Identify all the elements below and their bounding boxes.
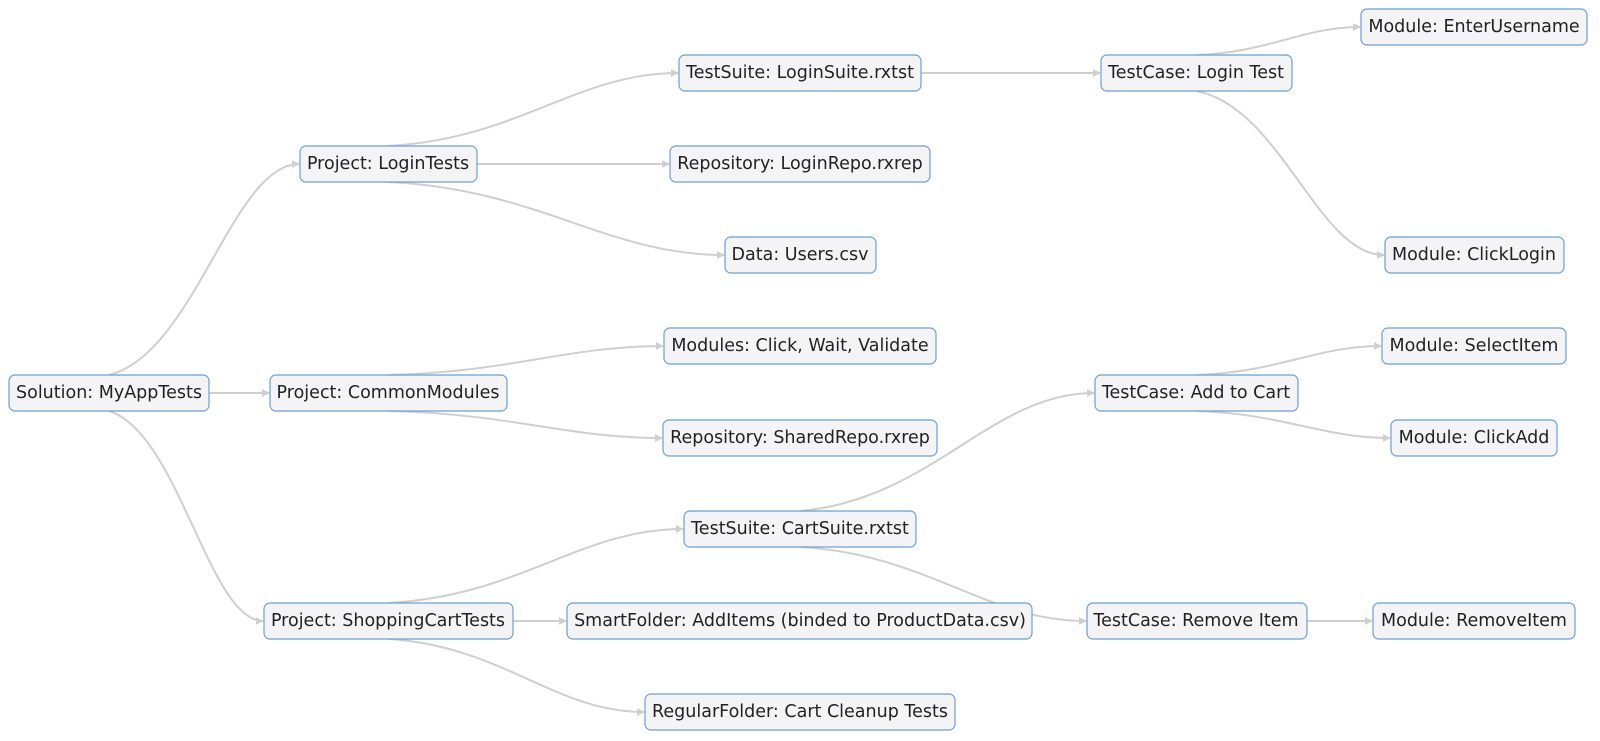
node-mod-click-login: Module: ClickLogin — [1384, 236, 1565, 274]
node-label: Repository: LoginRepo.rxrep — [677, 154, 922, 174]
node-mod-select-item: Module: SelectItem — [1381, 327, 1567, 365]
node-label: Module: ClickLogin — [1392, 245, 1556, 265]
node-case-login: TestCase: Login Test — [1100, 54, 1293, 92]
node-label: TestCase: Add to Cart — [1101, 383, 1290, 403]
edge-case_add-to-mod_click_add — [1196, 410, 1391, 442]
node-project-cart: Project: ShoppingCartTests — [263, 602, 514, 640]
node-label: Project: LoginTests — [307, 154, 469, 174]
node-label: RegularFolder: Cart Cleanup Tests — [652, 702, 948, 722]
edge-suite_cart-to-case_remove — [799, 546, 1087, 625]
node-case-remove: TestCase: Remove Item — [1086, 602, 1308, 640]
node-label: Modules: Click, Wait, Validate — [671, 336, 928, 356]
node-label: TestSuite: LoginSuite.rxtst — [685, 63, 914, 83]
node-label: Repository: SharedRepo.rxrep — [670, 428, 930, 448]
node-label: Data: Users.csv — [732, 245, 869, 265]
node-project-login: Project: LoginTests — [299, 145, 478, 183]
edge-project_common-to-repo_shared — [388, 410, 663, 442]
edge-solution-to-project_login — [108, 160, 300, 376]
node-repo-login: Repository: LoginRepo.rxrep — [669, 145, 931, 183]
node-label: TestCase: Remove Item — [1092, 611, 1298, 631]
node-label: SmartFolder: AddItems (binded to Product… — [574, 611, 1026, 631]
edge-case_add-to-mod_select_item — [1196, 342, 1382, 376]
node-project-common: Project: CommonModules — [269, 374, 508, 412]
node-mod-enter-username: Module: EnterUsername — [1360, 8, 1588, 46]
node-label: Project: CommonModules — [277, 383, 500, 403]
node-repo-shared: Repository: SharedRepo.rxrep — [662, 419, 938, 457]
edge-project_login-to-suite_login — [388, 69, 679, 147]
node-label: Module: RemoveItem — [1381, 611, 1567, 631]
edge-suite_cart-to-case_add — [799, 389, 1095, 512]
node-label: Project: ShoppingCartTests — [271, 611, 505, 631]
node-mod-click-add: Module: ClickAdd — [1390, 419, 1558, 457]
node-data-users: Data: Users.csv — [724, 236, 877, 274]
edges-layer — [108, 23, 1391, 716]
node-smartfolder: SmartFolder: AddItems (binded to Product… — [566, 602, 1033, 640]
node-label: Module: SelectItem — [1390, 336, 1559, 356]
nodes-layer: Solution: MyAppTests Project: LoginTests… — [8, 8, 1588, 731]
edge-case_login-to-mod_enter_username — [1196, 23, 1361, 56]
edge-case_login-to-mod_click_login — [1196, 90, 1385, 259]
edge-project_cart-to-suite_cart — [388, 525, 684, 604]
node-label: TestSuite: CartSuite.rxtst — [690, 519, 909, 539]
node-mod-remove-item: Module: RemoveItem — [1372, 602, 1576, 640]
node-case-add: TestCase: Add to Cart — [1094, 374, 1299, 412]
node-label: TestCase: Login Test — [1107, 63, 1284, 83]
edge-project_login-to-data_users — [388, 181, 725, 259]
edge-project_cart-to-regularfolder — [388, 638, 645, 716]
node-label: Module: ClickAdd — [1399, 428, 1550, 448]
node-suite-cart: TestSuite: CartSuite.rxtst — [683, 510, 917, 548]
node-modules-common: Modules: Click, Wait, Validate — [663, 327, 937, 365]
node-regularfolder: RegularFolder: Cart Cleanup Tests — [644, 693, 956, 731]
node-suite-login: TestSuite: LoginSuite.rxtst — [678, 54, 922, 92]
node-solution: Solution: MyAppTests — [8, 374, 210, 412]
edge-solution-to-project_cart — [108, 410, 264, 625]
edge-project_common-to-modules_common — [388, 342, 664, 376]
node-label: Module: EnterUsername — [1368, 17, 1579, 37]
node-label: Solution: MyAppTests — [16, 383, 202, 403]
